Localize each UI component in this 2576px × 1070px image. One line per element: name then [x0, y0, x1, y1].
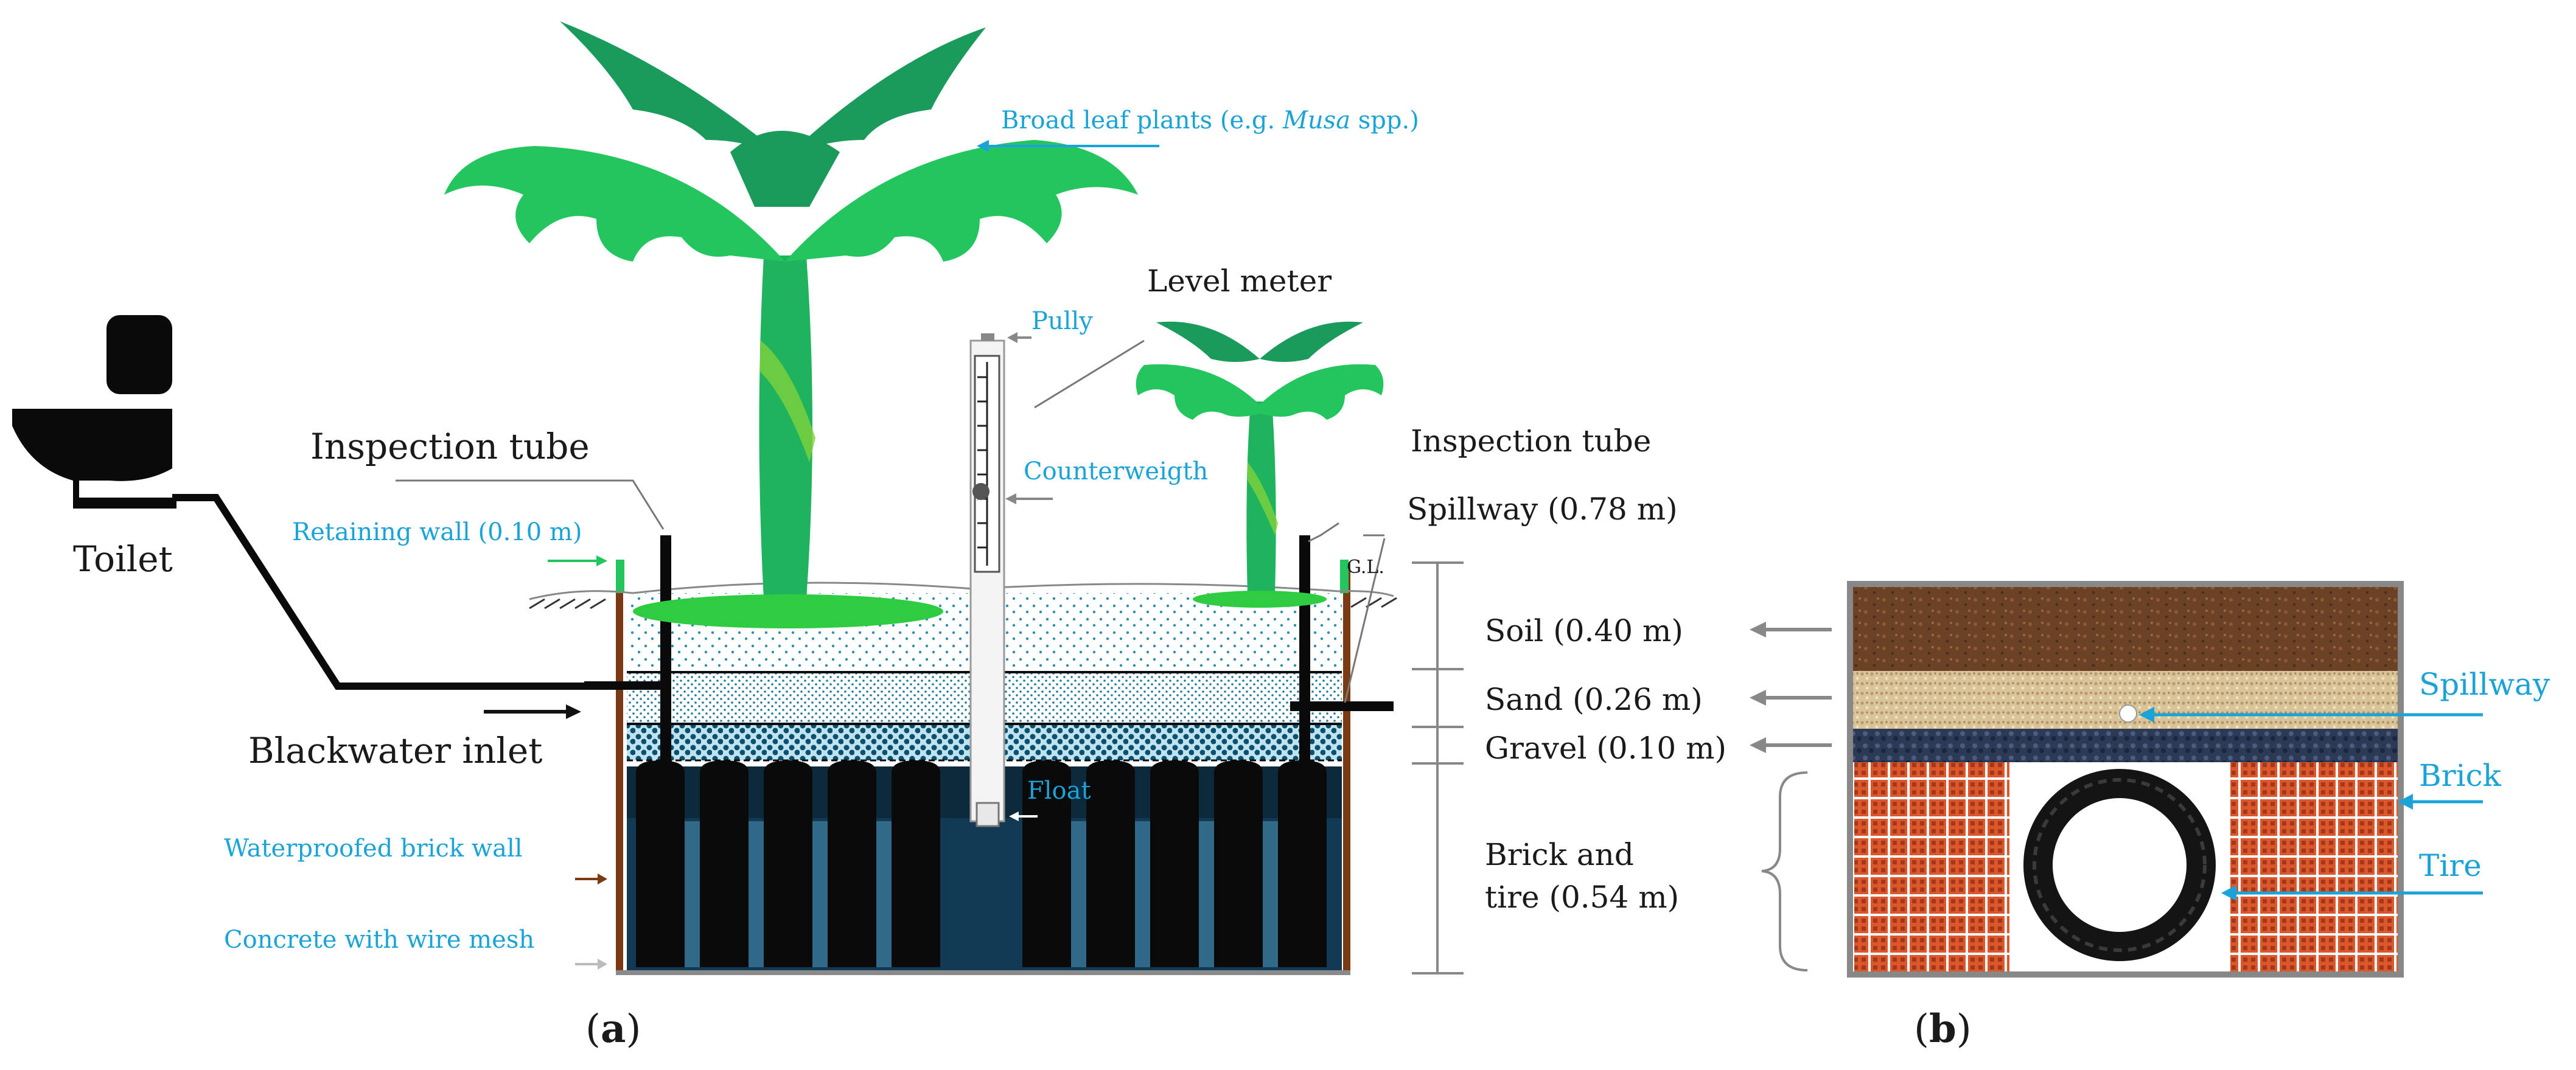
panel-b [1847, 581, 2483, 978]
depth-scale [1412, 561, 1464, 974]
panel-b-gravel [1853, 729, 2398, 762]
toilet-icon [12, 315, 176, 509]
ground-line [529, 582, 1394, 600]
tire-stack [636, 760, 1327, 967]
ground-hatch-right [1350, 597, 1397, 608]
palm-tree-small [1136, 321, 1384, 608]
soil-label: Soil (0.40 m) [1485, 613, 1683, 648]
brick-tire-label-line2: tire (0.54 m) [1485, 880, 1680, 915]
brick-tire-brace [1761, 771, 1808, 971]
blackwater-inlet-label: Blackwater inlet [248, 730, 543, 771]
panel-b-brick-right [2230, 762, 2398, 971]
spillway-hole-icon [2119, 704, 2137, 723]
retaining-wall-right [1340, 560, 1349, 593]
inspection-tube-left [660, 535, 671, 943]
retaining-wall-left [616, 560, 624, 593]
label-arrows [484, 140, 1832, 970]
ground-level-label: G.L. [1347, 557, 1384, 578]
panel-a [12, 21, 1832, 975]
inspection-tube-right [1299, 535, 1310, 779]
counterweight-icon [972, 483, 990, 500]
level-meter-label: Level meter [1147, 263, 1332, 299]
tire-icon [2023, 769, 2216, 961]
spillway-label: Spillway (0.78 m) [1407, 492, 1678, 527]
inlet-pipe-stub [584, 681, 669, 690]
inspection-tube-right-label: Inspection tube [1411, 423, 1652, 459]
waterproofed-wall-right [1343, 563, 1350, 970]
brick-tire-label-line1: Brick and [1485, 837, 1634, 872]
retaining-wall-label: Retaining wall (0.10 m) [292, 518, 582, 546]
b-tire-label: Tire [2419, 848, 2482, 883]
b-spillway-label: Spillway [2419, 667, 2550, 702]
toilet-label: Toilet [73, 538, 173, 580]
counterweight-label: Counterweigth [1024, 457, 1209, 485]
tire-gaps [685, 821, 1278, 967]
panel-b-soil [1853, 587, 2398, 671]
ground-hatch-left [529, 598, 606, 610]
float-label: Float [1027, 777, 1091, 805]
b-brick-label: Brick [2419, 758, 2501, 793]
waterproofed-wall-label: Waterproofed brick wall [224, 835, 523, 863]
waterproofed-wall-left [616, 563, 623, 970]
level-meter [969, 333, 1005, 827]
pully-label: Pully [1031, 307, 1093, 335]
panel-b-brick-left [1854, 762, 2009, 971]
concrete-label: Concrete with wire mesh [224, 926, 535, 954]
caption-b: (b) [1914, 1006, 1972, 1052]
inspection-tube-left-label: Inspection tube [310, 426, 590, 467]
spillway-pipe [1290, 701, 1394, 711]
palm-tree-large [444, 21, 1138, 628]
leader-lines [396, 339, 1386, 703]
concrete-floor [616, 970, 1350, 975]
inlet-pipe [172, 494, 669, 690]
caption-a: (a) [585, 1006, 641, 1052]
gravel-label: Gravel (0.10 m) [1485, 731, 1727, 766]
broad-leaf-label: Broad leaf plants (e.g. Musa spp.) [1001, 106, 1419, 134]
sand-label: Sand (0.26 m) [1485, 682, 1703, 717]
